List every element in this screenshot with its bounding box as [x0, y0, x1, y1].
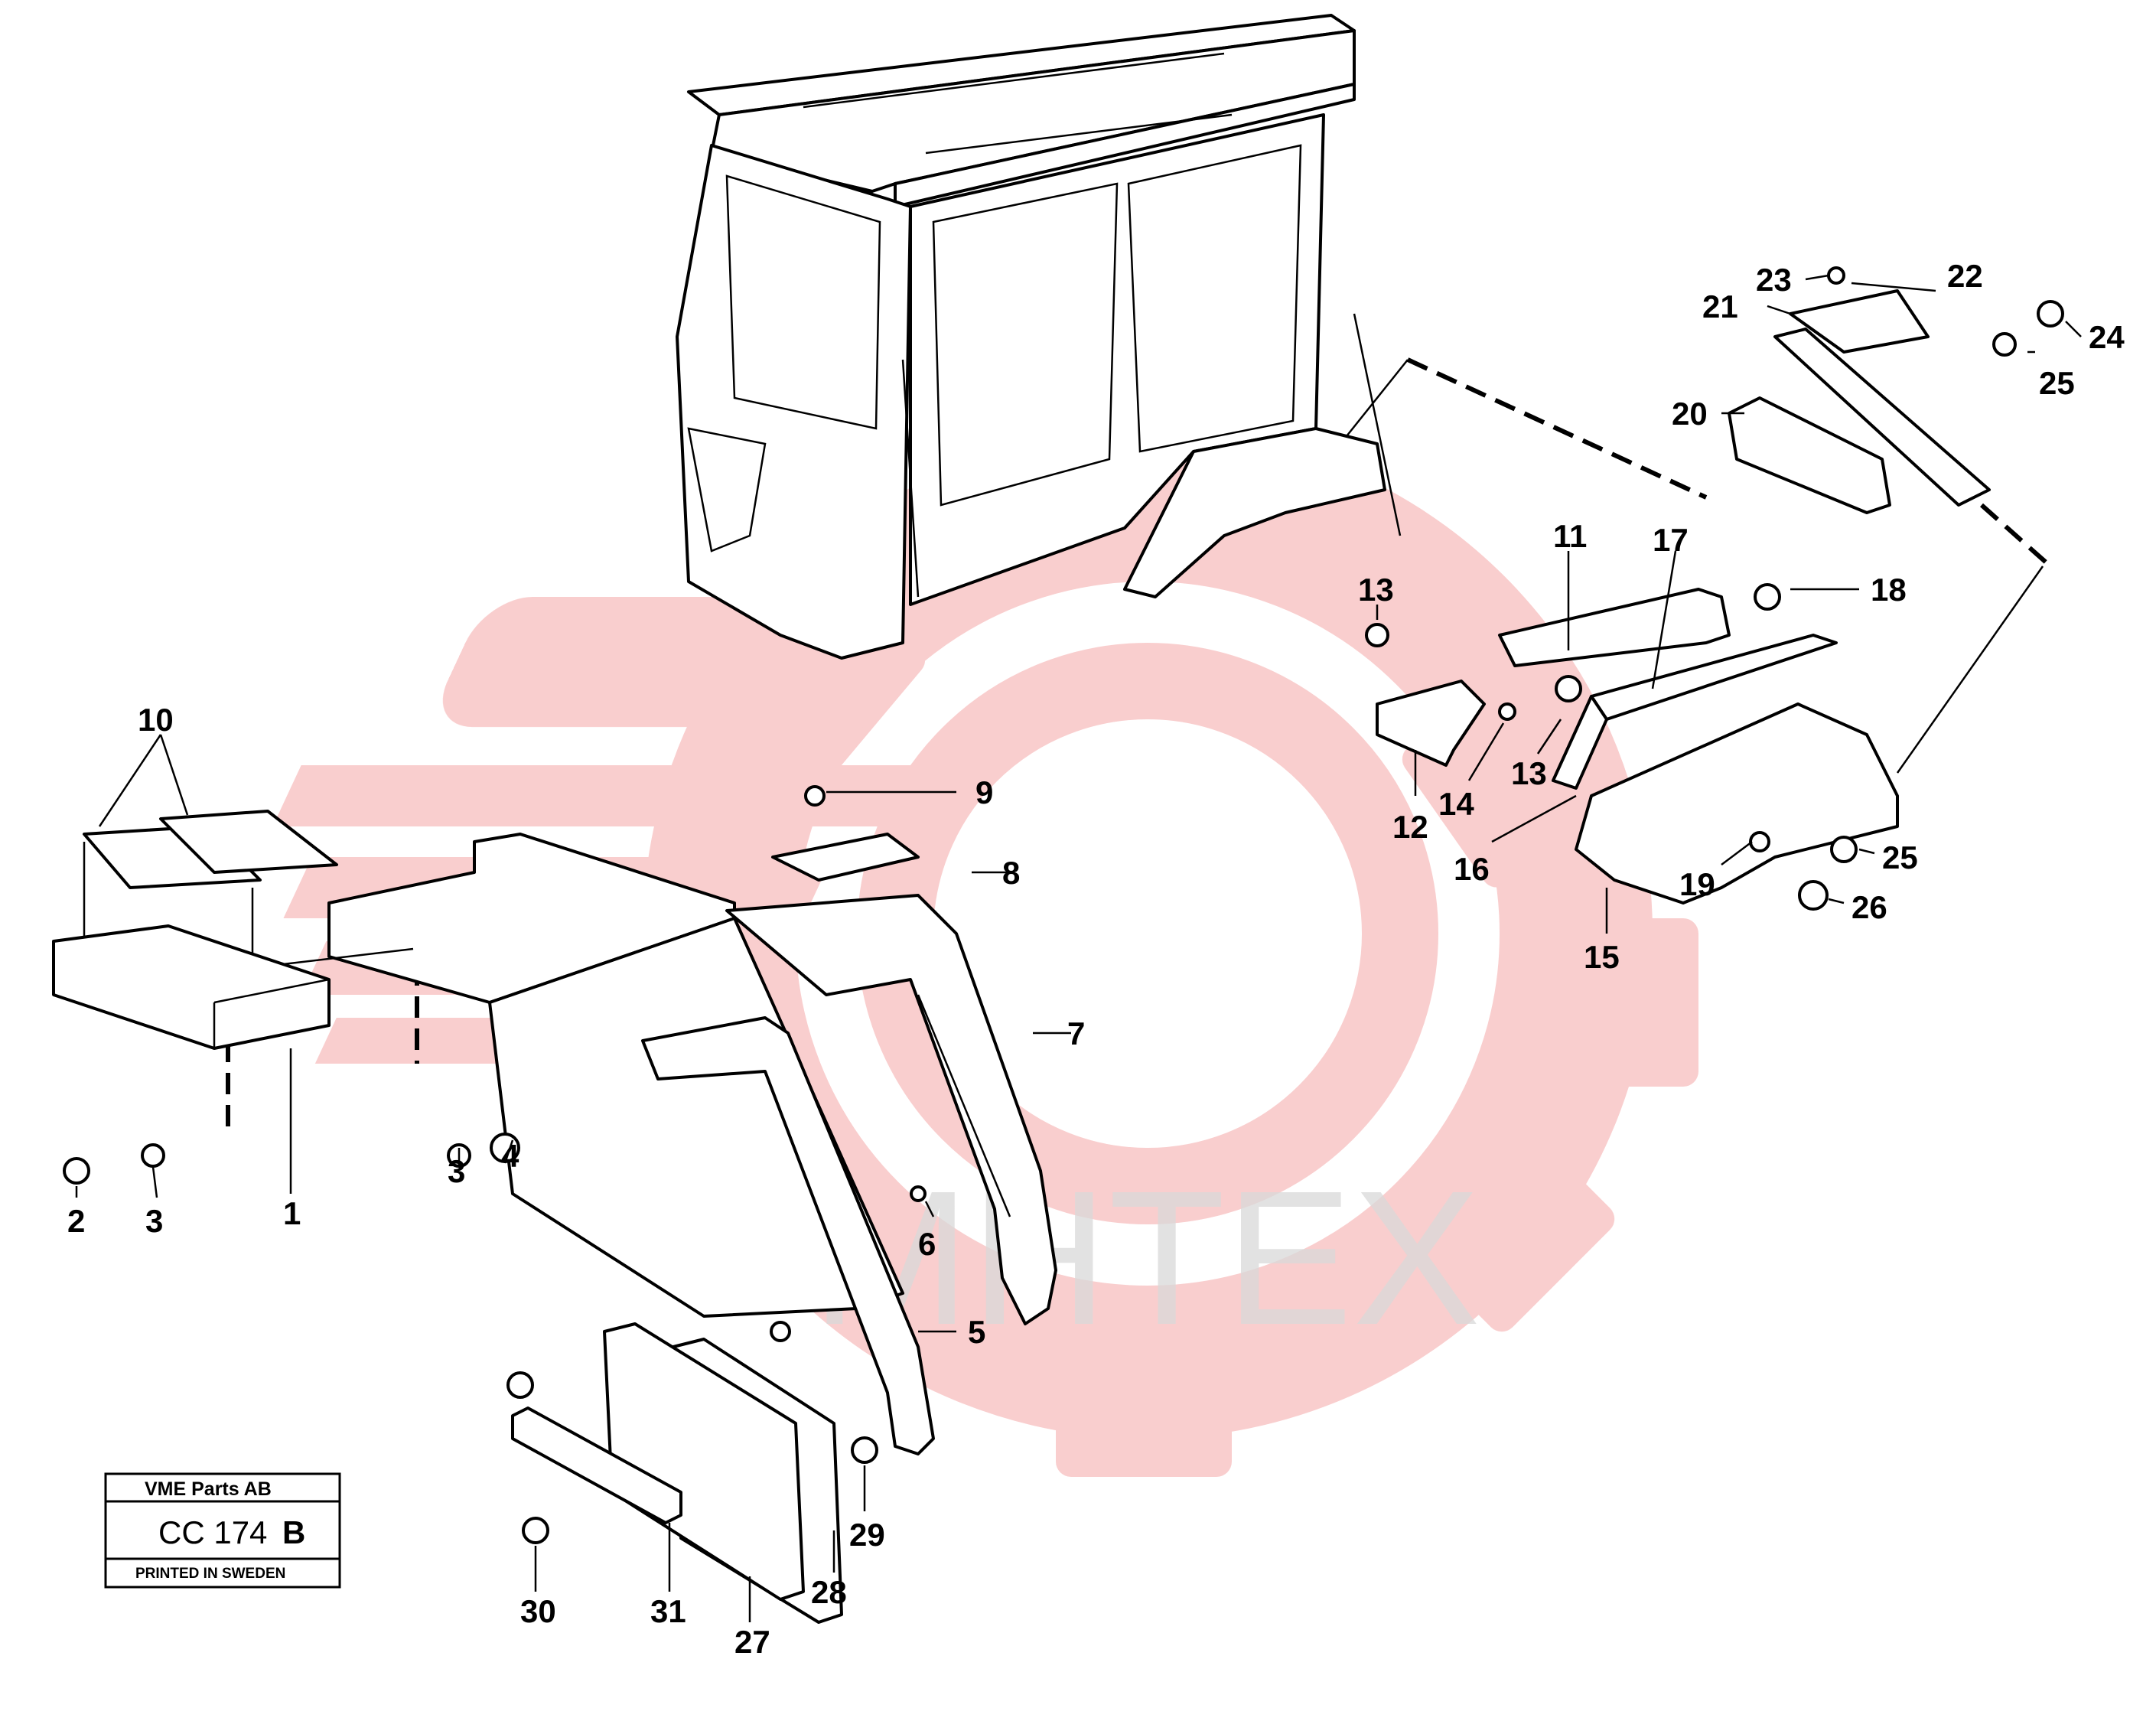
callout-25b: 25: [1882, 839, 1918, 875]
callout-18: 18: [1871, 572, 1907, 608]
callout-4: 4: [501, 1138, 519, 1174]
nut-19-icon: [1749, 831, 1770, 852]
nut-left-27-icon: [506, 1371, 534, 1399]
callout-3b: 3: [448, 1153, 465, 1189]
callout-8: 8: [1002, 855, 1020, 891]
callout-15: 15: [1584, 939, 1620, 975]
part-27-28-31-plates: [511, 1322, 843, 1624]
callout-23: 23: [1756, 262, 1792, 298]
callout-29: 29: [849, 1517, 885, 1553]
callout-22: 22: [1947, 258, 1983, 294]
callout-6: 6: [918, 1226, 936, 1262]
rivet-9-icon: [804, 785, 826, 807]
leader-lines: [75, 274, 2082, 1622]
callout-1: 1: [283, 1195, 301, 1231]
bolt-13-icon: [1365, 623, 1389, 647]
title-block: VME Parts AB CC 174 B PRINTED IN SWEDEN: [104, 1472, 341, 1589]
callout-24: 24: [2089, 319, 2125, 355]
title-block-code: CC 174: [158, 1514, 267, 1550]
nut-26-icon: [1798, 880, 1829, 911]
part-10-pads: [83, 810, 338, 964]
callout-2: 2: [67, 1203, 85, 1239]
callout-13b: 13: [1511, 755, 1547, 791]
part-20-22-panels: [1728, 289, 1991, 514]
callout-17: 17: [1653, 522, 1689, 558]
callout-9: 9: [975, 774, 993, 810]
main-body-panel: [282, 833, 904, 1318]
callout-labels: 1 2 3 3 4 5 6 7 8 9 10 11 12 13 13 14 15…: [67, 258, 2125, 1660]
callout-30: 30: [520, 1593, 556, 1629]
nut-29-icon: [851, 1436, 878, 1464]
callout-21: 21: [1702, 288, 1738, 324]
part-1-box: [52, 924, 331, 1194]
part-12-bracket: [1376, 680, 1486, 767]
callout-20: 20: [1672, 396, 1708, 432]
callout-16: 16: [1454, 851, 1490, 887]
part-11-17-strips: [1498, 588, 1838, 790]
washer-25-icon: [1992, 332, 2017, 357]
callout-7: 7: [1067, 1015, 1085, 1051]
bolt-2-icon: [63, 1157, 90, 1185]
bolt-30-icon: [522, 1517, 549, 1544]
callout-14: 14: [1438, 786, 1474, 822]
nut-13b-icon: [1555, 675, 1582, 702]
callout-11: 11: [1553, 518, 1587, 554]
bolt-24-icon: [2037, 300, 2064, 328]
pin-6-icon: [910, 1185, 927, 1202]
part-5-bracket: [641, 1016, 935, 1455]
bolt-top-27-icon: [770, 1321, 791, 1342]
callout-5: 5: [968, 1314, 985, 1350]
dashed-assembly-connectors: [226, 357, 2052, 1133]
title-block-footer: PRINTED IN SWEDEN: [135, 1566, 285, 1582]
callout-13a: 13: [1358, 572, 1394, 608]
callout-31: 31: [650, 1593, 686, 1629]
fasteners: [63, 266, 2064, 1544]
callout-3a: 3: [145, 1203, 163, 1239]
washer-3-icon: [141, 1143, 165, 1168]
part-15-fender: [1575, 702, 1899, 905]
callout-26: 26: [1851, 889, 1887, 925]
washer-14-icon: [1498, 702, 1516, 721]
callout-10: 10: [138, 702, 174, 738]
washer-25b-icon: [1830, 836, 1858, 863]
bolt-18-icon: [1754, 583, 1781, 611]
part-7-8-frame: [725, 833, 1057, 1325]
callout-19: 19: [1679, 866, 1715, 902]
callout-25a: 25: [2039, 365, 2075, 401]
watermark-text: MHTEX: [811, 1151, 1480, 1364]
callout-28: 28: [811, 1574, 847, 1610]
title-block-suffix: B: [282, 1514, 305, 1550]
callout-27: 27: [734, 1624, 770, 1660]
callout-12: 12: [1392, 809, 1428, 845]
washer-23-icon: [1827, 266, 1845, 285]
title-block-company: VME Parts AB: [145, 1478, 272, 1500]
cab-assembly: [676, 14, 1402, 660]
